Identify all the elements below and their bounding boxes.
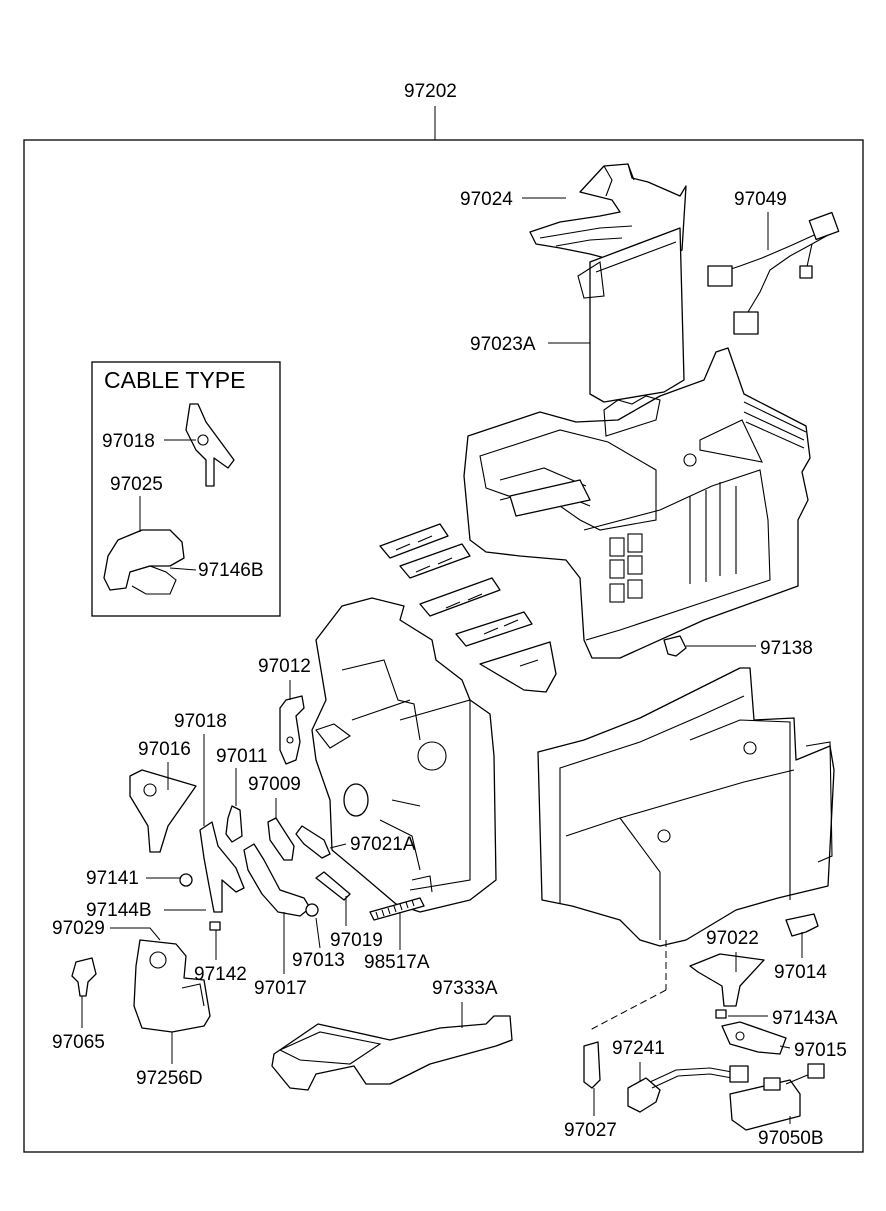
callout-97027[interactable]: 97027 <box>564 1120 617 1141</box>
callout-97143A[interactable]: 97143A <box>772 1008 838 1029</box>
callout-97146B[interactable]: 97146B <box>198 560 264 581</box>
callout-97022[interactable]: 97022 <box>706 928 759 949</box>
upper-housing-drawing <box>463 347 811 659</box>
callout-97009[interactable]: 97009 <box>248 774 301 795</box>
lever-drawing <box>279 695 305 765</box>
callout-98517A[interactable]: 98517A <box>364 952 430 973</box>
plate-97015-drawing <box>721 1021 787 1055</box>
cable-bracket-drawing <box>103 529 185 591</box>
cable-clip-drawing <box>129 565 177 595</box>
clip-drawing <box>663 635 687 657</box>
lever-97018-drawing <box>199 821 245 913</box>
link-97021A-drawing <box>295 825 331 859</box>
door-plates-drawing <box>379 479 591 693</box>
wiring-harness-drawing <box>707 211 840 335</box>
left-case-drawing <box>311 597 497 913</box>
callout-97144B[interactable]: 97144B <box>86 900 152 921</box>
callout-97018-cable[interactable]: 97018 <box>102 431 155 452</box>
dash-line-2 <box>589 989 667 1031</box>
callout-97029[interactable]: 97029 <box>52 918 105 939</box>
actuator-drawing <box>133 939 211 1033</box>
cable-lever-hole <box>197 434 209 446</box>
callout-97141[interactable]: 97141 <box>86 868 139 889</box>
sensor-97065-drawing <box>71 957 97 997</box>
clip-97027-drawing <box>583 1041 601 1089</box>
clip-97014-drawing <box>785 913 819 937</box>
callout-97138[interactable]: 97138 <box>760 638 813 659</box>
cable-lever-drawing <box>185 403 235 487</box>
sensor-97241-drawing <box>627 1065 749 1113</box>
callout-97017[interactable]: 97017 <box>254 978 307 999</box>
callout-97333A[interactable]: 97333A <box>432 978 498 999</box>
lower-cover-drawing <box>271 1015 513 1091</box>
callout-97241[interactable]: 97241 <box>612 1038 665 1059</box>
callout-97142[interactable]: 97142 <box>194 964 247 985</box>
callout-97018[interactable]: 97018 <box>174 711 227 732</box>
callout-97021A[interactable]: 97021A <box>350 834 416 855</box>
callout-97011[interactable]: 97011 <box>216 746 267 767</box>
callout-97014[interactable]: 97014 <box>774 962 827 983</box>
callout-97012[interactable]: 97012 <box>258 656 311 677</box>
gear-97011-drawing <box>225 805 243 843</box>
callout-97023A[interactable]: 97023A <box>470 334 536 355</box>
screw-97143A-drawing <box>715 1009 727 1019</box>
callout-97016[interactable]: 97016 <box>138 739 191 760</box>
cable-type-inset: CABLE TYPE <box>91 361 281 617</box>
callout-97013[interactable]: 97013 <box>292 950 345 971</box>
rod-97019-drawing <box>315 871 351 901</box>
callout-97050B[interactable]: 97050B <box>758 1128 824 1149</box>
assembly-number[interactable]: 97202 <box>404 81 457 102</box>
lower-case-drawing <box>537 667 835 947</box>
callout-97019[interactable]: 97019 <box>330 930 383 951</box>
nut-97141-drawing <box>179 873 193 887</box>
lever-97017-drawing <box>243 843 311 917</box>
bushing-97013-drawing <box>305 903 319 917</box>
screw-97142-drawing <box>209 921 221 931</box>
callout-97025[interactable]: 97025 <box>110 474 163 495</box>
callout-97024[interactable]: 97024 <box>460 189 513 210</box>
lever-97016-drawing <box>129 769 197 853</box>
cable-type-box <box>91 361 281 617</box>
bracket-97022-drawing <box>689 953 765 1007</box>
connector-drawing <box>729 1063 825 1131</box>
assembly-frame <box>23 139 864 1153</box>
callout-97015[interactable]: 97015 <box>794 1040 847 1061</box>
cable-type-title: CABLE TYPE <box>104 367 245 393</box>
link-97009-drawing <box>267 817 295 861</box>
heater-core-drawing <box>529 163 687 263</box>
callout-97256D[interactable]: 97256D <box>136 1068 203 1089</box>
evaporator-drawing <box>577 227 685 403</box>
callout-97065[interactable]: 97065 <box>52 1032 105 1053</box>
callout-97049[interactable]: 97049 <box>734 189 787 210</box>
